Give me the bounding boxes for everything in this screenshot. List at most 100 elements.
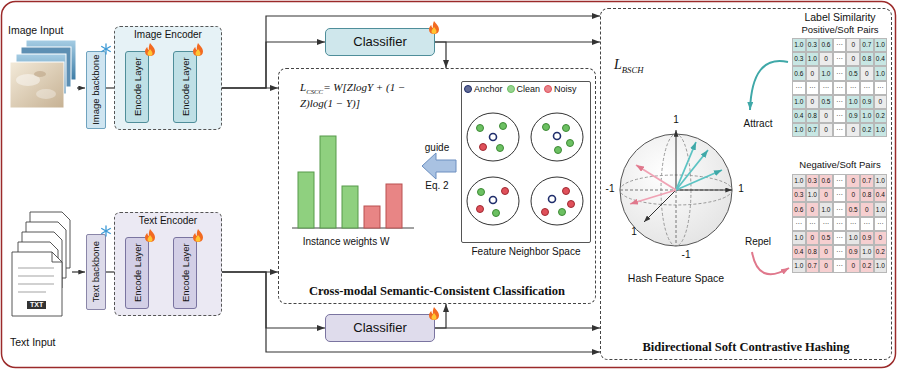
matrix-cell: ··· <box>833 38 847 52</box>
matrix-value: ··· <box>836 70 843 78</box>
matrix-cell: ··· <box>874 81 888 95</box>
matrix-value: 0.9 <box>862 234 871 242</box>
matrix-cell: 0.9 <box>846 109 860 123</box>
matrix-cell: 0.3 <box>792 188 806 202</box>
neighbor-clusters <box>554 133 561 140</box>
matrix-value: 0.7 <box>862 41 871 49</box>
matrix-value: 0.7 <box>808 126 817 134</box>
matrix-value: ··· <box>836 41 843 49</box>
arrow-label: Attract <box>744 118 773 130</box>
matrix-value: 0 <box>865 70 869 78</box>
formula-text: L <box>614 57 622 72</box>
matrix-cell: 0.8 <box>806 109 820 123</box>
input-arrow <box>77 87 85 88</box>
matrix-cell: ··· <box>874 217 888 231</box>
matrix-value: 0 <box>879 98 883 106</box>
matrix-value: 0.4 <box>794 248 803 256</box>
document-stack <box>18 276 54 277</box>
vertical-label: Encode Layer <box>131 58 142 117</box>
matrix-value: 0.5 <box>821 98 830 106</box>
matrix-cell: 1.0 <box>874 123 888 137</box>
matrix-cell: 1.0 <box>792 174 806 188</box>
matrix-cell: ··· <box>846 81 860 95</box>
matrix-cell: 0.5 <box>846 202 860 216</box>
matrix-cell: 0.9 <box>860 231 874 245</box>
legend-item: Noisy <box>544 84 577 95</box>
matrix-value: 0 <box>851 126 855 134</box>
matrix-value: 1.0 <box>794 126 803 134</box>
matrix-value: 0.3 <box>808 177 817 185</box>
matrix-value: 0.2 <box>876 112 885 120</box>
backbone-box: Image backbone <box>86 51 106 129</box>
matrix-value: 0 <box>865 206 869 214</box>
neighbor-clusters <box>555 147 562 154</box>
weight-bars <box>292 136 414 228</box>
matrix-cell: 0.8 <box>860 52 874 66</box>
panel-heading: Label Similarity <box>804 11 875 24</box>
neighbor-clusters <box>467 113 583 225</box>
matrix-value: 0 <box>851 55 855 63</box>
matrix-cell: ··· <box>833 52 847 66</box>
matrix-value: 1.0 <box>876 126 885 134</box>
matrix-value: 1.0 <box>876 70 885 78</box>
box-label: Classifier <box>353 34 406 50</box>
flow-connector <box>435 304 446 328</box>
arrow-label: guide <box>425 142 449 153</box>
matrix-cell: ··· <box>833 231 847 245</box>
matrix-heading: Negative/Soft Pairs <box>799 159 880 170</box>
matrix-value: 0.9 <box>849 248 858 256</box>
hash-sphere <box>676 142 696 190</box>
document-stack <box>12 212 70 316</box>
matrix-value: ··· <box>864 84 871 92</box>
matrix-cell: 1.0 <box>792 38 806 52</box>
matrix-value: ··· <box>796 220 803 228</box>
matrix-cell: 1.0 <box>874 66 888 80</box>
guide-arrow <box>422 153 456 179</box>
matrix-value: 1.0 <box>876 206 885 214</box>
matrix-cell: 0.7 <box>860 38 874 52</box>
axis-tick: -1 <box>682 249 691 260</box>
matrix-cell: 1.0 <box>874 38 888 52</box>
flame-icon <box>429 307 439 320</box>
matrix-cell: 1.0 <box>860 245 874 259</box>
matrix-value: 0.3 <box>808 41 817 49</box>
matrix-cell: 0 <box>874 95 888 109</box>
encoder-group: Text EncoderEncode LayerEncode Layer <box>114 212 222 316</box>
arrow-label: Eq. 2 <box>425 180 448 192</box>
matrix-cell: 0 <box>846 123 860 137</box>
matrix-cell: 0.7 <box>806 259 820 273</box>
neighbor-clusters <box>531 177 583 225</box>
matrix-value: 0.8 <box>808 248 817 256</box>
input-label: Text Input <box>10 336 56 349</box>
matrix-cell: 0 <box>846 174 860 188</box>
document-stack <box>12 252 62 316</box>
matrix-cell: 1.0 <box>819 66 833 80</box>
matrix-cell: 1.0 <box>874 259 888 273</box>
matrix-value: 0 <box>824 248 828 256</box>
axis-tick: 1 <box>738 183 744 195</box>
loss-formula: LCSCC= W[ZlogY + (1 − Z)log(1 − Y)] <box>300 80 416 111</box>
matrix-cell: 0.8 <box>860 188 874 202</box>
document-stack <box>18 284 54 285</box>
matrix-cell: 1.0 <box>819 202 833 216</box>
axis-tick: 1 <box>738 183 744 194</box>
matrix-value: 0.9 <box>862 98 871 106</box>
neighbor-clusters <box>477 144 575 216</box>
matrix-cell: 0.2 <box>860 123 874 137</box>
matrix-cell: 0 <box>806 202 820 216</box>
subscript: CSCC <box>306 88 323 95</box>
weight-bars <box>364 206 380 228</box>
matrix-cell: ··· <box>833 188 847 202</box>
vertical-label: Encode Layer <box>179 58 190 117</box>
matrix-cell: ··· <box>833 95 847 109</box>
matrix-cell: ··· <box>792 81 806 95</box>
matrix-value: 1.0 <box>876 262 885 270</box>
matrix-cell: 1.0 <box>846 231 860 245</box>
image-stack <box>34 71 46 77</box>
hash-sphere <box>676 130 677 190</box>
matrix-value: 0.4 <box>794 112 803 120</box>
matrix-cell: 0.3 <box>806 174 820 188</box>
matrix-value: 0 <box>824 126 828 134</box>
matrix-value: 0.3 <box>794 191 803 199</box>
